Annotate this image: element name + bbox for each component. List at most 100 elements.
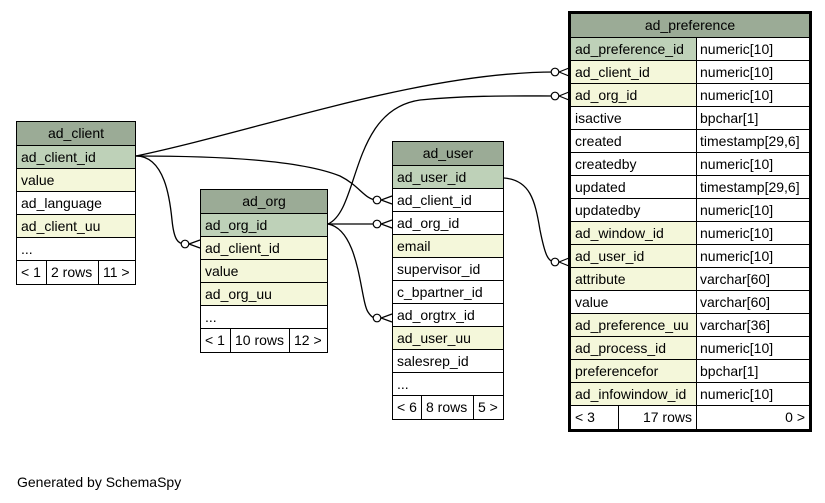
- parents-count[interactable]: < 1: [201, 329, 231, 352]
- row-count: 8 rows: [422, 396, 474, 419]
- column-row: value: [17, 169, 135, 192]
- column-name: created: [571, 130, 697, 152]
- edge-user-preference: [503, 177, 556, 263]
- parents-count[interactable]: < 1: [17, 261, 47, 284]
- column-type: numeric[10]: [697, 337, 809, 359]
- column-type: timestamp[29,6]: [697, 130, 809, 152]
- crowfoot-marker: [380, 313, 393, 323]
- column-type: bpchar[1]: [697, 107, 809, 129]
- column-type: numeric[10]: [697, 38, 809, 60]
- column-row: ad_client_uu: [17, 215, 135, 238]
- column-row: ad_orgtrx_id: [393, 304, 503, 327]
- table-ad-user[interactable]: ad_user ad_user_id ad_client_id ad_org_i…: [392, 141, 504, 420]
- column-type: bpchar[1]: [697, 360, 809, 382]
- column-type: numeric[10]: [697, 84, 809, 106]
- column-name: updated: [571, 176, 697, 198]
- table-title: ad_org: [201, 190, 327, 214]
- column-row: ad_client_id: [17, 146, 135, 169]
- edge-end-marker: [180, 239, 190, 249]
- edge-client-org: [135, 155, 186, 245]
- edge-client-preference: [135, 71, 556, 157]
- row-count: 17 rows: [619, 406, 697, 429]
- edge-end-marker: [372, 195, 382, 205]
- column-name: ad_infowindow_id: [571, 383, 697, 405]
- parents-count[interactable]: < 3: [571, 406, 619, 429]
- table-ad-client[interactable]: ad_client ad_client_id value ad_language…: [16, 121, 136, 285]
- column-name: ad_preference_id: [571, 38, 697, 60]
- row-count: 2 rows: [47, 261, 99, 284]
- edge-client-user: [135, 155, 378, 201]
- column-name: ad_client_id: [571, 61, 697, 83]
- edge-end-marker: [372, 219, 382, 229]
- table-footer: < 1 10 rows 12 >: [201, 329, 327, 352]
- column-name: attribute: [571, 268, 697, 290]
- children-count[interactable]: 0 >: [785, 409, 805, 425]
- row-count: 10 rows: [231, 329, 290, 352]
- column-row: ad_language: [17, 192, 135, 215]
- edge-end-marker: [550, 257, 560, 267]
- column-type: numeric[10]: [697, 199, 809, 221]
- column-type: numeric[10]: [697, 222, 809, 244]
- edge-end-marker: [550, 91, 560, 101]
- parents-count[interactable]: < 6: [393, 396, 422, 419]
- crowfoot-marker: [188, 239, 201, 249]
- column-row: ad_client_id: [393, 189, 503, 212]
- column-name: preferencefor: [571, 360, 697, 382]
- column-row: value: [201, 260, 327, 283]
- column-name: createdby: [571, 153, 697, 175]
- crowfoot-marker: [380, 219, 393, 229]
- children-count[interactable]: 11 >: [103, 264, 130, 280]
- column-name: ad_user_id: [571, 245, 697, 267]
- column-row: ...: [201, 306, 327, 329]
- crowfoot-marker: [558, 67, 570, 77]
- column-type: numeric[10]: [697, 245, 809, 267]
- column-row: ad_org_uu: [201, 283, 327, 306]
- table-title: ad_client: [17, 122, 135, 146]
- edge-org-preference: [327, 95, 556, 225]
- column-row: ...: [393, 373, 503, 396]
- column-row: c_bpartner_id: [393, 281, 503, 304]
- table-ad-org[interactable]: ad_org ad_org_id ad_client_id value ad_o…: [200, 189, 328, 353]
- column-row: ad_org_id: [201, 214, 327, 237]
- table-title: ad_preference: [571, 14, 809, 38]
- crowfoot-marker: [558, 257, 570, 267]
- column-type: varchar[60]: [697, 291, 809, 313]
- table-footer: < 3 17 rows 0 >: [571, 406, 809, 429]
- column-row: ...: [17, 238, 135, 261]
- column-type: timestamp[29,6]: [697, 176, 809, 198]
- column-row: salesrep_id: [393, 350, 503, 373]
- column-row: ad_org_id: [393, 212, 503, 235]
- edge-end-marker: [550, 67, 560, 77]
- edge-org-user-orgtrx: [327, 223, 378, 319]
- table-footer: < 6 8 rows 5 >: [393, 396, 503, 419]
- column-row: ad_client_id: [201, 237, 327, 260]
- generated-by-label: Generated by SchemaSpy: [17, 474, 182, 490]
- edge-end-marker: [372, 313, 382, 323]
- column-name: ad_preference_uu: [571, 314, 697, 336]
- children-count[interactable]: 12 >: [294, 332, 322, 348]
- column-type: numeric[10]: [697, 61, 809, 83]
- column-name: ad_process_id: [571, 337, 697, 359]
- column-name: value: [571, 291, 697, 313]
- table-title: ad_user: [393, 142, 503, 166]
- column-name: ad_window_id: [571, 222, 697, 244]
- column-name: updatedby: [571, 199, 697, 221]
- children-count[interactable]: 5 >: [478, 399, 498, 415]
- column-row: email: [393, 235, 503, 258]
- column-type: numeric[10]: [697, 153, 809, 175]
